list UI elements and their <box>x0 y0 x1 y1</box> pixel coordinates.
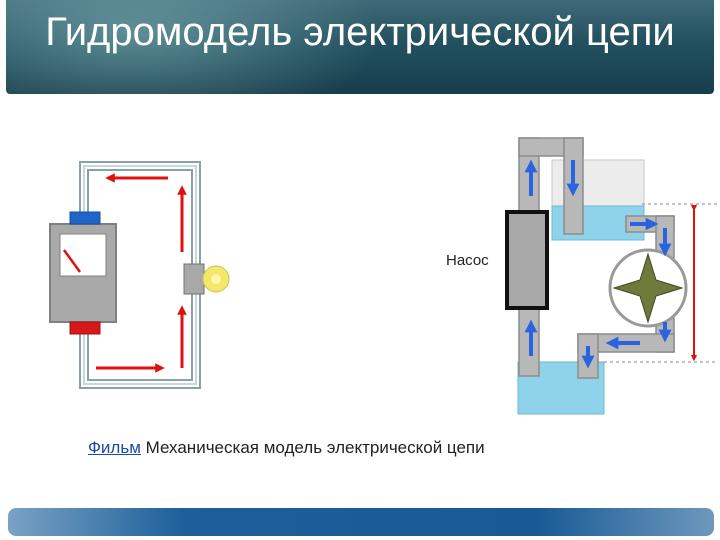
meter-needle <box>62 249 82 273</box>
terminal-positive <box>69 211 101 225</box>
pump-body <box>505 210 549 310</box>
film-link[interactable]: Фильм <box>88 438 141 457</box>
electric-circuit <box>49 161 230 389</box>
hydraulic-model <box>505 137 718 415</box>
terminal-negative <box>69 321 101 335</box>
title-banner: Гидромодель электрической цепи <box>6 0 714 94</box>
caption-text: Механическая модель электрической цепи <box>140 438 485 457</box>
pump-label: Насос <box>446 252 489 269</box>
slide-title: Гидромодель электрической цепи <box>45 10 675 54</box>
lamp-socket <box>183 263 205 295</box>
light-bulb-glow <box>211 274 221 284</box>
caption: Фильм Механическая модель электрической … <box>88 438 485 458</box>
turbine-rotor-icon <box>612 252 684 324</box>
footer-bar <box>8 508 714 536</box>
